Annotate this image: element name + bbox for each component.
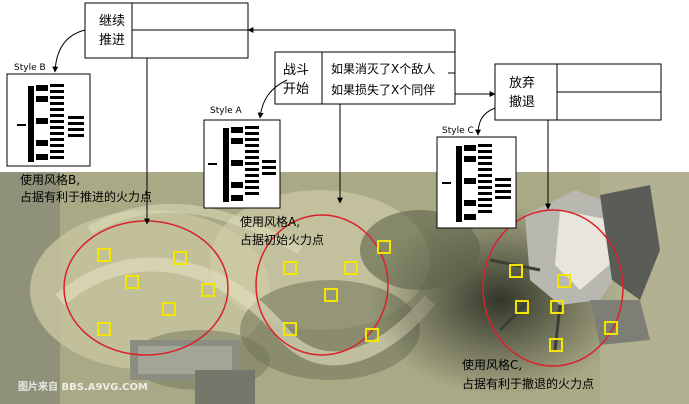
caption-b-line1: 使用风格B,: [20, 172, 80, 187]
terrain-map: [0, 172, 689, 404]
caption-c-line2: 占据有利于撤退的火力点: [462, 376, 594, 391]
connectors: [52, 27, 551, 225]
retreat-box-line1: 放弃: [509, 76, 535, 91]
caption-c-line1: 使用风格C,: [462, 357, 522, 372]
zone-circle-c: [482, 209, 624, 367]
style-c-thumbnail: [436, 136, 517, 229]
firepoints: [97, 240, 618, 352]
firepoint-marker: [509, 264, 523, 278]
caption-b-line2: 占据有利于推进的火力点: [20, 189, 152, 204]
firepoint-marker: [283, 261, 297, 275]
firepoint-marker: [201, 283, 215, 297]
zones: [63, 209, 624, 367]
retreat-box-line2: 撤退: [509, 94, 535, 110]
style-b-label: Style B: [14, 63, 46, 73]
firepoint-marker: [549, 338, 563, 352]
zone-circle-a: [255, 214, 389, 356]
firepoint-marker: [344, 261, 358, 275]
firepoint-marker: [557, 274, 571, 288]
battle-start-line2: 开始: [283, 82, 309, 97]
firepoint-marker: [365, 328, 379, 342]
battle-start-line1: 战斗: [283, 63, 309, 78]
firepoint-marker: [97, 248, 111, 262]
condition-enemies-killed: 如果消灭了X个敌人: [331, 61, 435, 76]
firepoint-marker: [324, 288, 338, 302]
advance-box-line2: 推进: [99, 33, 125, 48]
caption-a-line2: 占据初始火力点: [240, 232, 324, 247]
firepoint-marker: [377, 240, 391, 254]
condition-allies-lost: 如果损失了X个同伴: [331, 82, 435, 97]
firepoint-marker: [550, 300, 564, 314]
firepoint-marker: [97, 322, 111, 336]
firepoint-marker: [125, 275, 139, 289]
firepoint-marker: [604, 321, 618, 335]
firepoint-marker: [162, 302, 176, 316]
style-a-label: Style A: [210, 106, 242, 116]
advance-box: 继续 推进: [84, 2, 249, 59]
firepoint-marker: [515, 300, 529, 314]
style-b-thumbnail: [6, 73, 91, 167]
caption-a-line1: 使用风格A,: [240, 214, 300, 229]
battle-start-box: 战斗 开始 如果消灭了X个敌人 如果损失了X个同伴: [274, 51, 456, 105]
watermark: 图片来自 BBS.A9VG.COM: [18, 380, 148, 393]
style-a-thumbnail: [203, 119, 281, 209]
advance-box-line1: 继续: [99, 14, 125, 29]
firepoint-marker: [173, 251, 187, 265]
firepoint-marker: [283, 322, 297, 336]
retreat-box: 放弃 撤退: [494, 63, 662, 121]
style-c-label: Style C: [442, 126, 474, 136]
